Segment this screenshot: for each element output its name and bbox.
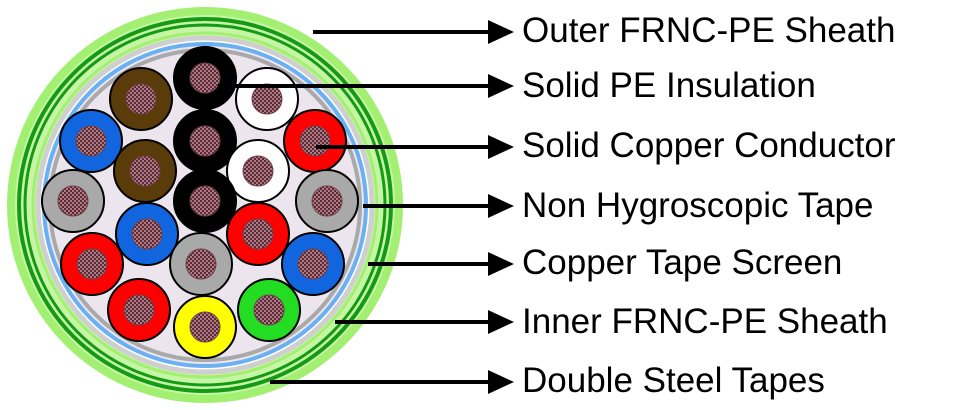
- arrow-hygroscopic-tape: [363, 194, 514, 218]
- core-conductor: [57, 185, 89, 217]
- core-14: [60, 232, 124, 296]
- label-inner-frnc-pe-sheath: Inner FRNC-PE Sheath: [522, 302, 888, 341]
- core-19: [237, 278, 301, 342]
- arrow-copper-tape-screen: [368, 252, 514, 276]
- core-conductor: [189, 125, 221, 157]
- label-outer-frnc-pe-sheath: Outer FRNC-PE Sheath: [522, 11, 896, 50]
- core-2: [109, 67, 173, 131]
- arrow-inner-sheath: [335, 310, 514, 334]
- core-conductor: [297, 248, 329, 280]
- label-copper-tape-screen: Copper Tape Screen: [522, 243, 843, 282]
- core-conductor: [242, 155, 274, 187]
- core-conductor: [76, 248, 108, 280]
- core-9: [41, 169, 105, 233]
- core-conductor: [185, 248, 217, 280]
- core-conductor: [242, 218, 274, 250]
- label-solid-copper-conductor: Solid Copper Conductor: [522, 126, 896, 165]
- core-conductor: [189, 185, 221, 217]
- core-conductor: [129, 155, 161, 187]
- arrow-copper-conductor: [316, 135, 514, 159]
- core-1: [173, 46, 237, 110]
- core-15: [169, 232, 233, 296]
- cores: [41, 46, 359, 359]
- core-13: [226, 202, 290, 266]
- label-solid-pe-insulation: Solid PE Insulation: [522, 66, 816, 105]
- core-4: [59, 109, 123, 173]
- core-3: [235, 67, 299, 131]
- core-conductor: [311, 185, 343, 217]
- arrow-pe-insulation: [218, 74, 514, 98]
- core-conductor: [123, 294, 155, 326]
- core-conductor: [131, 218, 163, 250]
- core-conductor: [189, 311, 221, 343]
- core-11: [295, 169, 359, 233]
- core-18: [173, 295, 237, 359]
- arrow-steel-tapes: [270, 370, 514, 394]
- leader-arrows: [218, 20, 514, 394]
- core-10: [173, 169, 237, 233]
- core-16: [281, 232, 345, 296]
- core-8: [226, 139, 290, 203]
- core-conductor: [189, 62, 221, 94]
- label-double-steel-tapes: Double Steel Tapes: [522, 361, 825, 400]
- arrow-outer-sheath: [313, 20, 514, 44]
- core-conductor: [253, 294, 285, 326]
- core-17: [107, 278, 171, 342]
- core-7: [113, 139, 177, 203]
- core-12: [115, 202, 179, 266]
- core-conductor: [75, 125, 107, 157]
- label-non-hygroscopic-tape: Non Hygroscopic Tape: [522, 186, 874, 225]
- core-conductor: [125, 83, 157, 115]
